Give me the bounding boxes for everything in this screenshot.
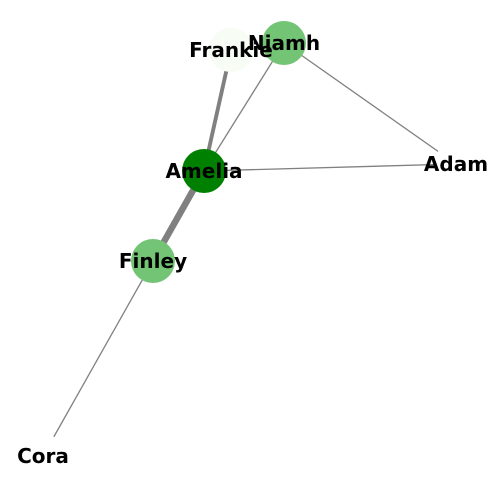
nodes-layer [21,21,478,478]
edge-niamh-amelia [203,42,285,172]
node-cora[interactable] [21,434,65,478]
node-amelia[interactable] [182,149,226,193]
node-adam[interactable] [434,142,478,186]
node-frankie[interactable] [209,28,253,72]
edges-layer [42,42,457,457]
node-finley[interactable] [131,239,175,283]
node-label-niamh: Niamh [248,31,320,55]
node-label-amelia: Amelia [165,159,242,183]
edge-amelia-adam [203,163,457,172]
edge-finley-cora [42,260,154,457]
node-label-finley: Finley [119,249,187,273]
node-niamh[interactable] [262,21,306,65]
node-label-frankie: Frankie [189,38,273,62]
node-label-cora: Cora [17,444,69,468]
edge-niamh-adam [283,42,457,165]
node-label-adam: Adam [424,152,488,176]
